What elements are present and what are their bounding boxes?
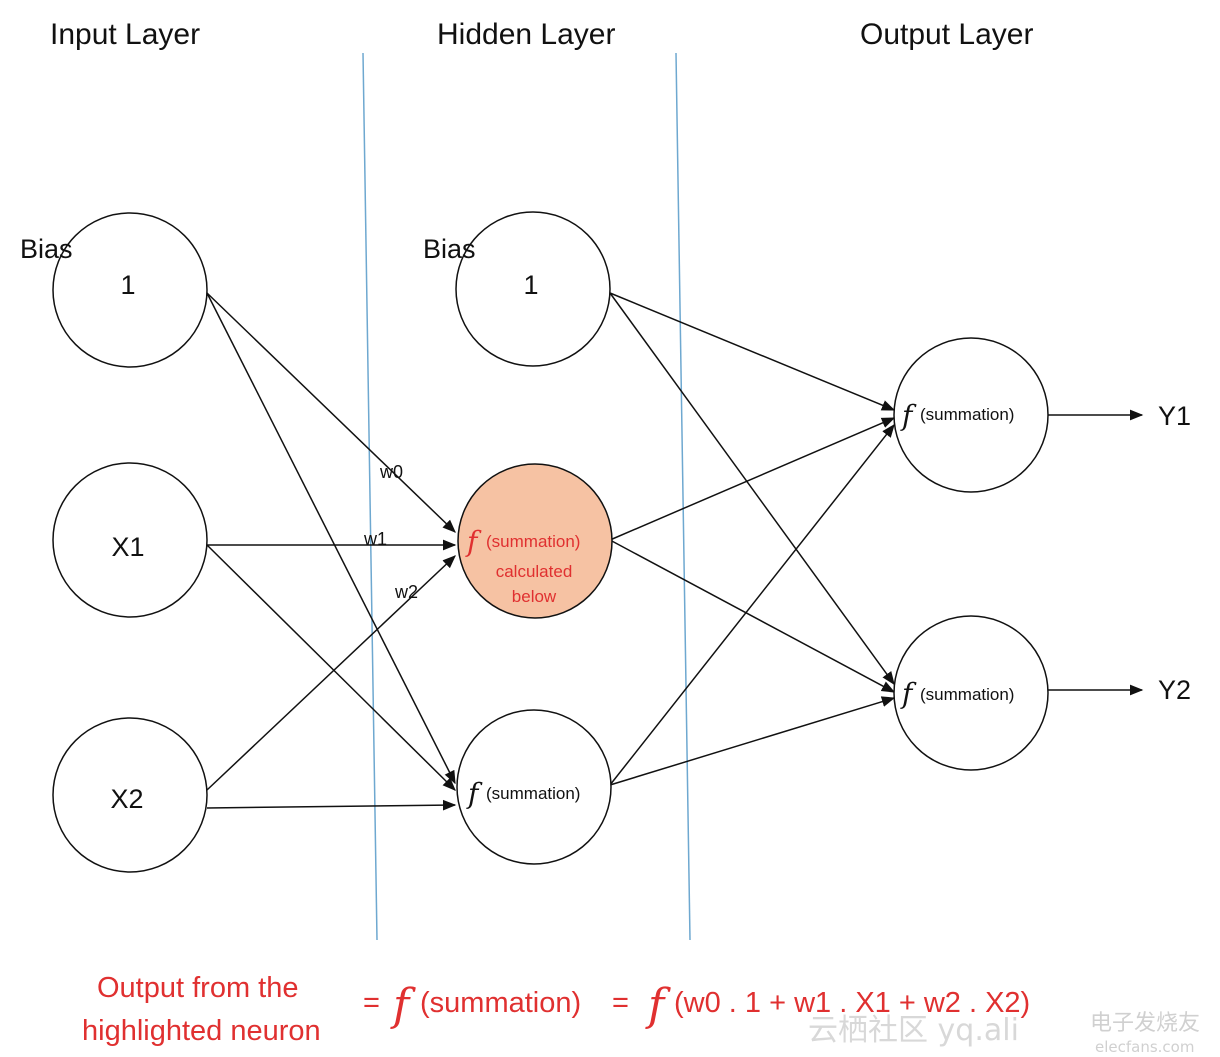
weight-w1-label: w1 — [363, 529, 387, 549]
formula-summation: (summation) — [420, 987, 581, 1019]
formula-expression: (w0 . 1 + w1 . X1 + w2 . X2) — [674, 987, 1030, 1019]
hidden-highlight-summation: (summation) — [486, 532, 580, 551]
weight-w0-label: w0 — [379, 462, 403, 482]
hidden-highlight-line3: below — [512, 587, 557, 606]
output-y1-label: Y1 — [1158, 401, 1191, 431]
edge-x2-to-hidden-highlight — [206, 555, 456, 791]
layer-divider-1 — [362, 52, 378, 941]
input-node-bias — [52, 212, 208, 368]
watermark-main: 云栖社区 yq.ali — [808, 1013, 1019, 1048]
output-node-1 — [893, 337, 1049, 493]
layer-divider-2 — [675, 52, 691, 941]
hidden-node-bottom — [456, 709, 612, 865]
formula-equals-2: = — [612, 987, 629, 1019]
edge-in-bias-to-hidden-highlight — [206, 292, 456, 533]
hidden-highlight-line2: calculated — [496, 562, 573, 581]
edge-x1-to-hidden-bottom — [206, 544, 456, 791]
formula-caption-line2: highlighted neuron — [82, 1015, 321, 1047]
formula-f-icon-2: f — [645, 980, 671, 1031]
hidden-bias-label: Bias — [423, 234, 476, 264]
edge-in-bias-to-hidden-bottom — [206, 292, 456, 785]
edge-x2-to-hidden-bottom — [206, 799, 457, 811]
input-node-x2 — [52, 717, 208, 873]
formula-f-icon-1: f — [390, 980, 416, 1031]
input-layer-title: Input Layer — [50, 18, 200, 51]
edge-hidden-bias-to-y2 — [609, 292, 895, 686]
input-node-bias-value: 1 — [120, 270, 135, 300]
edge-hidden-bottom-to-y2 — [609, 696, 896, 786]
output-layer-title: Output Layer — [860, 18, 1033, 51]
hidden-node-bias-value: 1 — [523, 270, 538, 300]
edge-hidden-bias-to-y1 — [609, 292, 896, 411]
weight-w2-label: w2 — [394, 582, 418, 602]
output-1-summation: (summation) — [920, 405, 1014, 424]
edge-hidden-highlight-to-y2 — [609, 539, 896, 693]
hidden-bottom-summation: (summation) — [486, 784, 580, 803]
edge-hidden-bottom-to-y1 — [609, 423, 895, 786]
input-node-x2-label: X2 — [110, 784, 143, 814]
output-y2-label: Y2 — [1158, 675, 1191, 705]
output-2-summation: (summation) — [920, 685, 1014, 704]
input-node-x1 — [52, 462, 208, 618]
output-node-2 — [893, 615, 1049, 771]
input-node-x1-label: X1 — [111, 532, 144, 562]
input-bias-label: Bias — [20, 234, 73, 264]
formula-equals-1: = — [363, 987, 380, 1019]
edge-hidden-highlight-to-y1 — [609, 417, 896, 541]
hidden-node-bias — [455, 211, 611, 367]
hidden-layer-title: Hidden Layer — [437, 18, 615, 51]
watermark-secondary: 电子发烧友 — [1090, 1011, 1200, 1036]
watermark-site: elecfans.com — [1095, 1038, 1194, 1056]
hidden-node-highlighted — [457, 463, 613, 619]
formula-caption-line1: Output from the — [97, 972, 299, 1004]
